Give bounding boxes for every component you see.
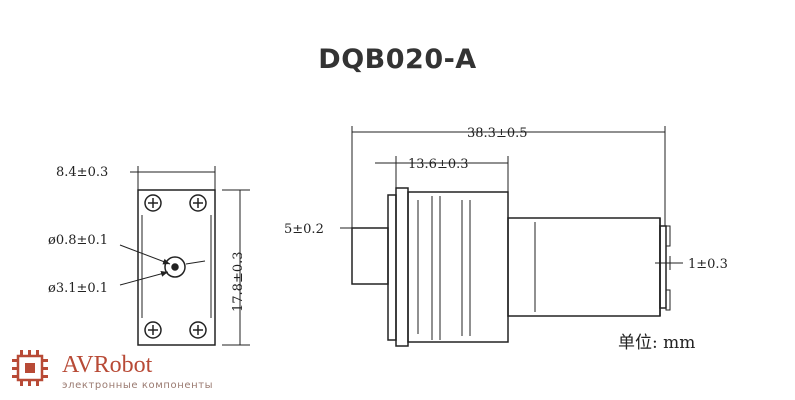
nozzle-hole [171,263,179,271]
drawing-title: DQB020-A [318,44,477,75]
unit-label: 单位: mm [618,333,695,353]
logo-tagline: электронные компоненты [62,380,213,391]
front-body-outline [137,189,216,346]
chip-icon [12,350,48,386]
side-pump-length-dim: 13.6±0.3 [408,157,469,172]
side-nozzle [351,227,389,285]
side-flange-1 [387,194,397,341]
screw-icon [189,321,207,339]
front-hole-dim: ø0.8±0.1 [48,233,108,248]
nozzle-outer-circle [164,256,186,278]
side-total-length-dim: 38.3±0.5 [467,126,528,141]
front-width-dim: 8.4±0.3 [56,165,108,180]
side-terminal-dim: 1±0.3 [688,257,728,272]
side-view [340,126,683,347]
side-pump-body [407,191,509,343]
front-height-dim: 17.8±0.3 [231,251,246,312]
screw-icon [189,194,207,212]
avrobot-logo: AVRobot электронные компоненты [12,350,213,391]
side-flange-2 [395,187,409,347]
side-motor-can [507,217,661,317]
side-nozzle-dim: 5±0.2 [284,222,324,237]
front-view [119,166,250,346]
screw-icon [144,321,162,339]
front-shaft-dim: ø3.1±0.1 [48,281,108,296]
screw-icon [144,194,162,212]
logo-brand: AVRobot [62,352,153,378]
side-end-cap [659,225,667,309]
